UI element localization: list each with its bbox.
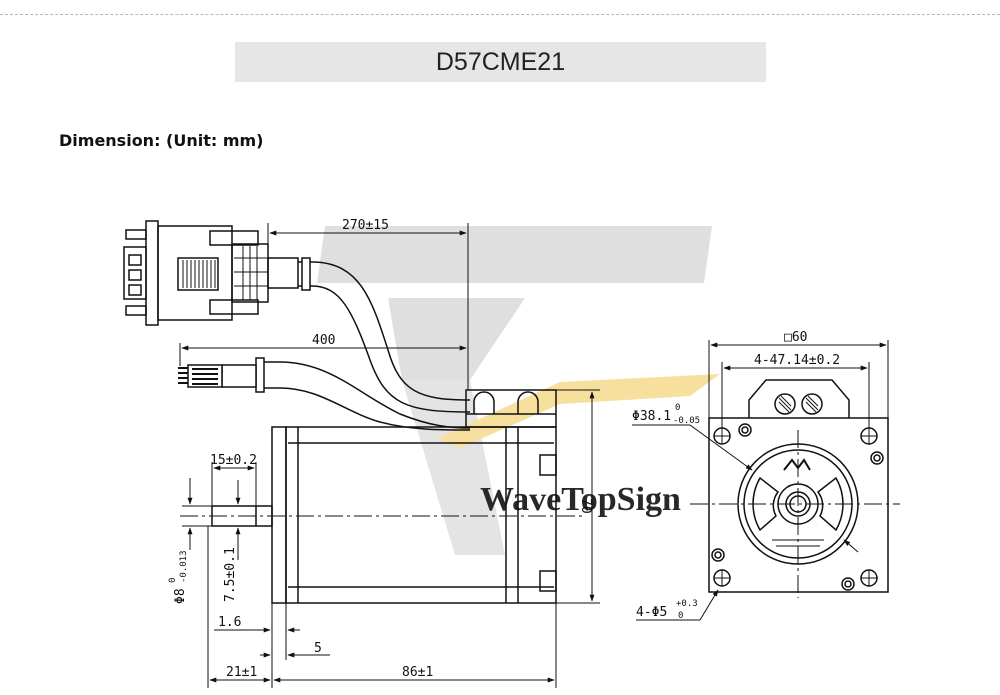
top-dashed-divider [0,14,1000,15]
dim-shaft-diameter: Φ8 [173,588,188,604]
dim-shaft-diameter-tol-upper: 0 [168,578,178,583]
mounting-hole-crosses [714,428,877,586]
dim-hole-tol-lower: 0 [678,611,683,621]
dim-shaft-flat: 7.5±0.1 [223,547,238,602]
watermark: WaveTopSign [317,226,720,555]
dim-pilot-tol-lower: -0.05 [673,416,700,426]
dim-pilot-diameter: Φ38.1 [632,409,671,424]
db-connector [123,220,299,326]
dim-shaft-length: 15±0.2 [210,453,257,468]
dim-hole-spec-group: 4-Φ5 +0.3 0 [636,599,698,621]
watermark-bar [317,226,712,283]
section-heading: Dimension: (Unit: mm) [59,131,264,150]
watermark-stroke-upper [388,298,525,380]
dim-shaft-extension: 21±1 [226,665,257,680]
dim-flange-thickness: 5 [314,641,322,656]
dim-cable-encoder: 270±15 [342,218,389,233]
dim-pilot-tol-upper: 0 [675,403,680,413]
watermark-swoosh [438,374,720,448]
front-centerlines [690,430,900,598]
dim-hole-spacing: 4-47.14±0.2 [754,353,840,368]
watermark-text: WaveTopSign [480,481,681,518]
power-wire-ends [178,367,218,385]
logo-mark [783,458,811,471]
dim-pilot-diameter-group: Φ38.1 0 -0.05 [632,403,700,426]
dim-body-length: 86±1 [402,665,433,680]
dim-pilot-depth: 1.6 [218,615,241,630]
connector-ribs [182,246,268,300]
watermark-stroke-lower [402,380,505,555]
dim-hole-spec: 4-Φ5 [636,605,667,620]
dim-flange-square: □60 [784,330,807,345]
dim-shaft-diameter-tol-lower: -0.013 [179,550,189,583]
side-dimension-lines [179,223,600,688]
dim-motor-height: 70 [578,498,593,514]
front-dimension-lines [632,340,889,621]
model-title-banner: D57CME21 [235,42,766,82]
dim-cable-power: 400 [312,333,335,348]
dim-shaft-diameter-group: Φ8 0 -0.013 [168,550,189,604]
dim-hole-tol-upper: +0.3 [676,599,698,609]
motor-side-view [211,389,557,604]
